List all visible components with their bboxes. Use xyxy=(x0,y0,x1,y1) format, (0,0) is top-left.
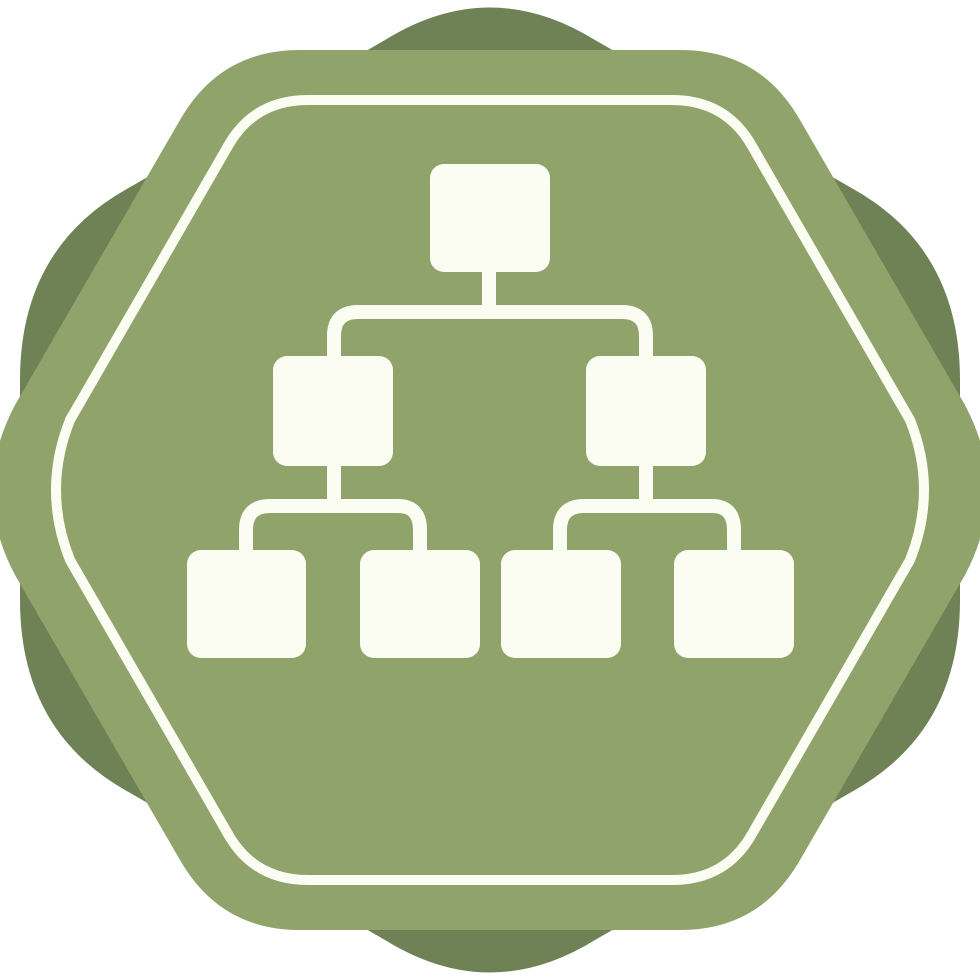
leaf-node-3 xyxy=(501,550,621,658)
root-node xyxy=(430,164,550,272)
connector-lines xyxy=(239,272,741,550)
front-hexagon-shape xyxy=(0,50,980,930)
hexagon-outline xyxy=(51,95,929,885)
leaf-node-2 xyxy=(360,550,480,658)
leaf-node-1 xyxy=(187,550,306,658)
child-node-right xyxy=(586,356,706,466)
child-node-left xyxy=(273,356,393,466)
leaf-node-4 xyxy=(674,550,794,658)
